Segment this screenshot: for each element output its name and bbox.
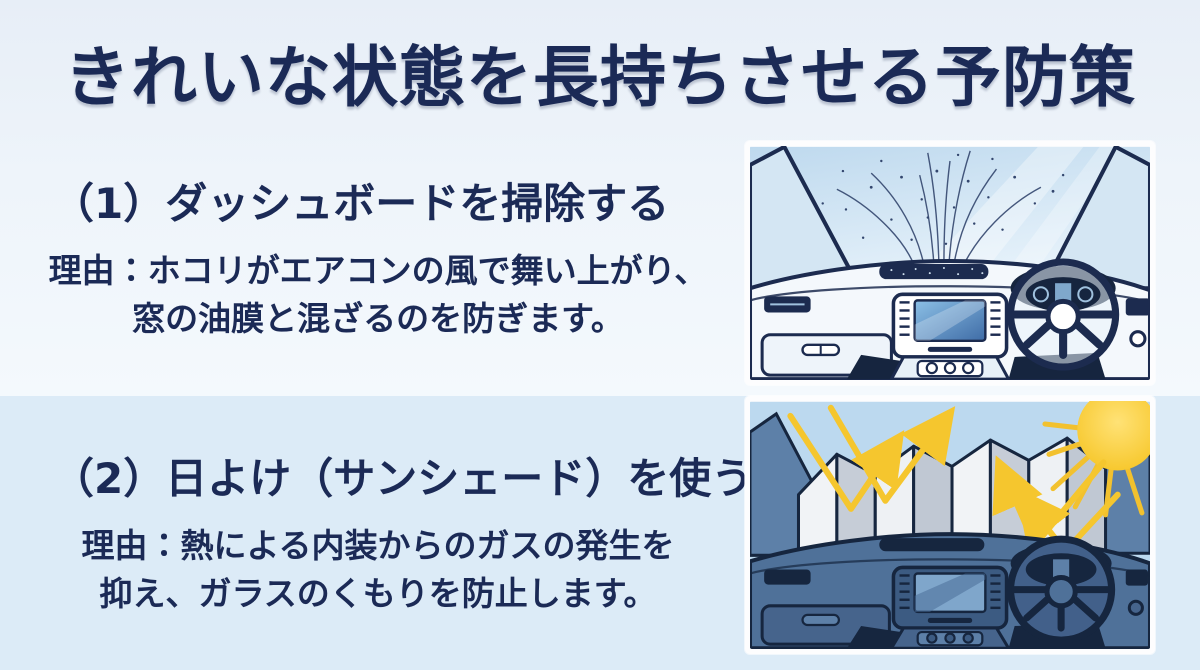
sun-disc (1077, 401, 1150, 471)
left-footwell-shadow (846, 354, 904, 380)
stack-vent-slats-right (990, 301, 1001, 336)
glass-glare (901, 146, 1084, 294)
section-1-heading: （1）ダッシュボードを掃除する (52, 179, 670, 228)
wheel-hub-dark (1044, 575, 1078, 609)
screen-glare (914, 300, 986, 341)
glass-glare-2 (990, 146, 1122, 294)
dust-particles (821, 153, 1065, 246)
gauge-right (1077, 286, 1094, 303)
glovebox-handle-dark (801, 613, 840, 627)
left-air-vent-dark (764, 569, 811, 585)
console-buttons-dark (926, 632, 974, 644)
infotainment-screen (913, 299, 987, 342)
sunshade-svg (750, 401, 1150, 649)
dashboard-dust-illustration (745, 141, 1155, 385)
wheel-spokes-dark (1011, 586, 1112, 632)
stack-trim-bar (927, 346, 973, 352)
wheel-hub (1045, 298, 1081, 335)
screen-glare-dark (914, 573, 986, 612)
section-2-reason-line2: 抑え、ガラスのくもりを防止します。 (99, 573, 657, 613)
wheel-spokes (1010, 310, 1116, 359)
sun-icon (1042, 401, 1150, 518)
cluster-screen-dark (1053, 559, 1070, 578)
section-2-text-block: （2）日よけ（サンシェード）を使う 理由：熱による内装からのガスの発生を 抑え、… (28, 445, 754, 618)
stack-trim-bar-dark (927, 617, 973, 623)
sunshade-illustration (745, 396, 1155, 654)
dashboard-dust-svg (750, 146, 1150, 380)
section-1-reason-line2: 窓の油膜と混ざるのを防ぎます。 (132, 298, 624, 338)
gauge-left (1032, 286, 1049, 303)
vent-dust-specks (890, 267, 984, 276)
right-air-vent-dark (1125, 569, 1148, 586)
defroster-vent (879, 264, 989, 280)
stack-slats-right-dark (990, 574, 1001, 610)
section-2-reason-line1: 理由：熱による内装からのガスの発生を (81, 526, 675, 565)
page-title: きれいな状態を長持ちさせる予防策 (64, 39, 1136, 116)
section-2-reason: 理由：熱による内装からのガスの発生を 抑え、ガラスのくもりを防止します。 (28, 522, 728, 618)
dash-knob (1129, 330, 1147, 348)
stack-slats-left-dark (899, 574, 910, 610)
right-air-vent (1125, 298, 1150, 316)
cluster-screen (1055, 283, 1072, 304)
console-buttons (925, 361, 975, 375)
dash-knob-dark (1127, 599, 1144, 616)
dashboard-edge-line-dark (750, 558, 1150, 577)
left-footwell-dark (846, 626, 904, 649)
section-1-reason-line1: 理由：ホコリがエアコンの風で舞い上がり、 (48, 251, 708, 290)
section-2-heading: （2）日よけ（サンシェード）を使う (52, 454, 754, 503)
section-1-reason: 理由：ホコリがエアコンの風で舞い上がり、 窓の油膜と混ざるのを防ぎます。 (28, 247, 728, 343)
stack-vent-slats-left (899, 301, 910, 336)
defroster-vent-dark (879, 538, 985, 552)
section-1-text-block: （1）ダッシュボードを掃除する 理由：ホコリがエアコンの風で舞い上がり、 窓の油… (28, 170, 728, 343)
dust-stream-lines (836, 150, 1042, 265)
